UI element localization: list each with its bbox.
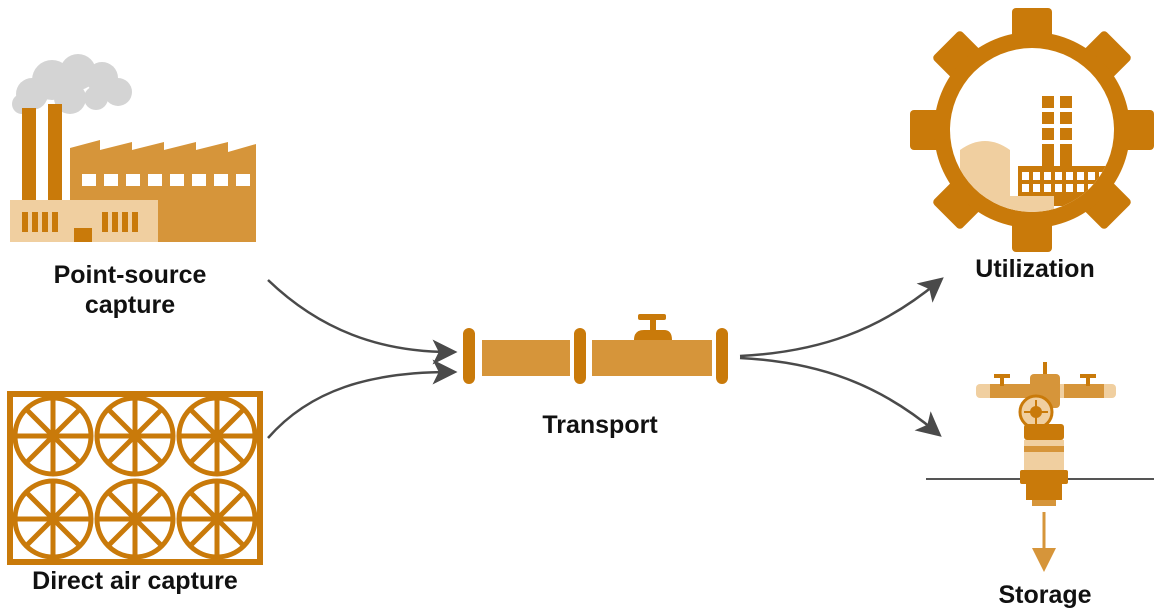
- arrow-transport-to-storage: [739, 356, 942, 437]
- building-window: [1022, 172, 1029, 180]
- building-window: [1055, 184, 1062, 192]
- building-window: [1066, 184, 1073, 192]
- building-window: [1022, 184, 1029, 192]
- arrow-direct-air-to-transport: [267, 359, 458, 439]
- fan-spoke: [188, 490, 246, 548]
- building-window: [1044, 172, 1051, 180]
- building-window: [1044, 184, 1051, 192]
- fan-spoke: [188, 407, 246, 465]
- building-window: [1055, 172, 1062, 180]
- building-window: [1033, 172, 1040, 180]
- fan-spoke: [106, 407, 164, 465]
- building-window: [1033, 184, 1040, 192]
- building-window: [1088, 172, 1095, 180]
- fan-spoke: [24, 407, 82, 465]
- building-window: [1077, 184, 1084, 192]
- wellhead-icon: [926, 362, 1154, 572]
- building-window: [1066, 172, 1073, 180]
- transport-label: Transport: [542, 411, 658, 439]
- fan-spoke: [24, 490, 82, 548]
- storage-label: Storage: [998, 581, 1092, 609]
- smoke-cloud-icon: [12, 54, 132, 114]
- utilization-label: Utilization: [975, 255, 1095, 283]
- point-source-label-line1: Point-source: [53, 261, 207, 289]
- arrow-point-source-to-transport: [267, 279, 458, 365]
- direct-air-label: Direct air capture: [32, 567, 238, 595]
- factory-icon: [10, 54, 256, 242]
- arrow-transport-to-utilization: [739, 277, 944, 358]
- fan-spoke: [106, 490, 164, 548]
- gear-factory-icon: [910, 8, 1154, 252]
- pipeline-icon: [463, 314, 728, 384]
- dac-fan-grid-icon: [7, 391, 263, 565]
- building-window: [1077, 172, 1084, 180]
- point-source-label-line2: capture: [84, 291, 176, 319]
- point-source-label: Point-source capture: [40, 260, 220, 320]
